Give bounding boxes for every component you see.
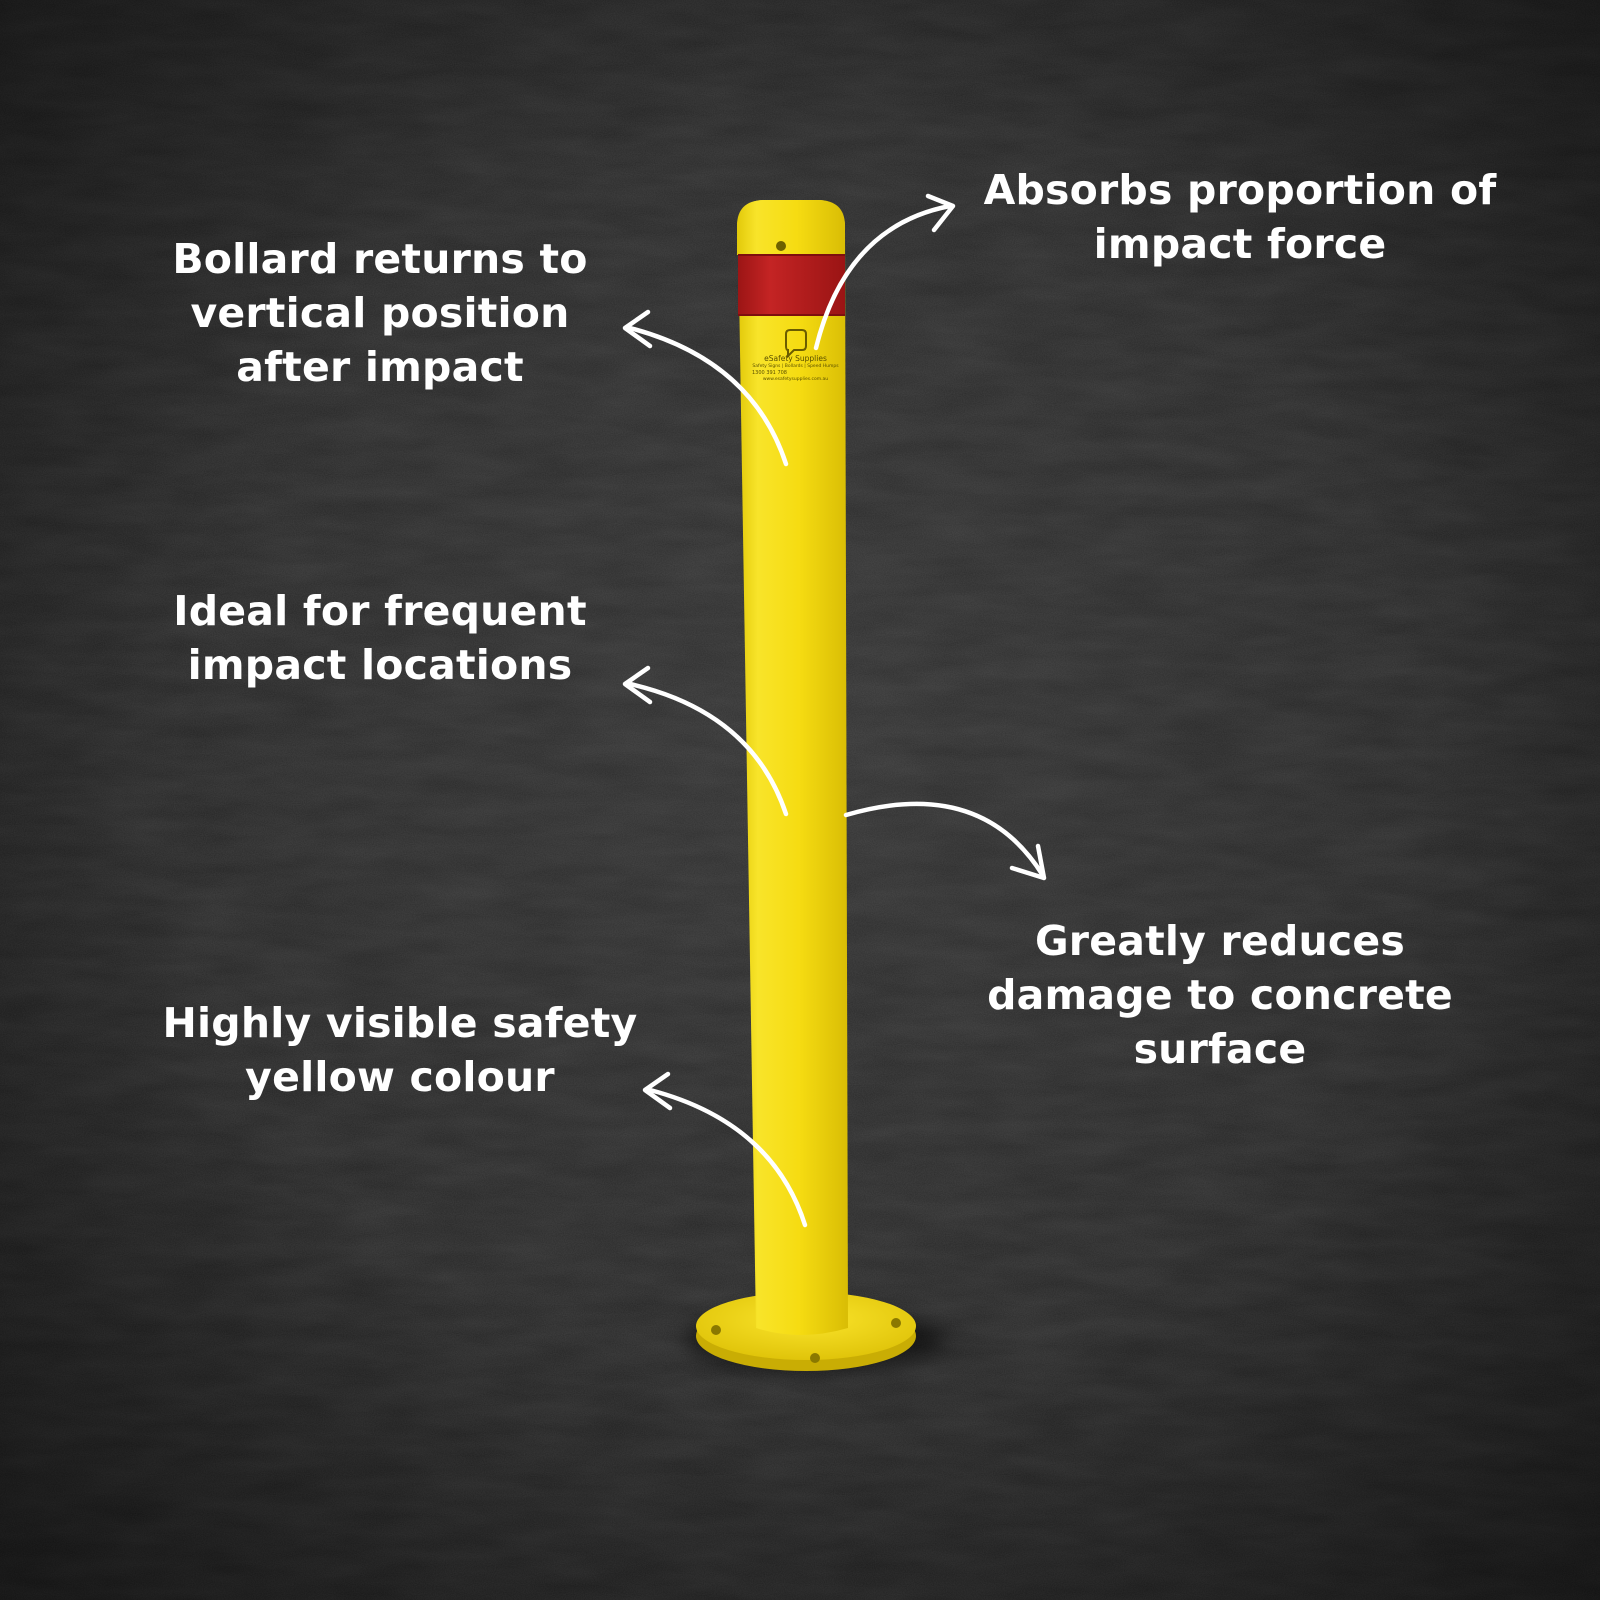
feature-line: vertical position bbox=[190, 289, 570, 337]
feature-line: impact force bbox=[1093, 220, 1387, 268]
feature-line: Ideal for frequent bbox=[173, 587, 587, 635]
feature-line: Highly visible safety bbox=[162, 999, 638, 1047]
feature-line: impact locations bbox=[187, 641, 573, 689]
feature-line: Greatly reduces bbox=[1034, 917, 1406, 965]
label-phone: 1300 391 708 bbox=[752, 370, 787, 376]
feature-frequent-impact: Ideal for frequent impact locations bbox=[150, 584, 610, 692]
feature-line: damage to concrete bbox=[987, 971, 1453, 1019]
feature-line: after impact bbox=[236, 343, 524, 391]
label-web: www.esafetysupplies.com.au bbox=[762, 377, 829, 382]
bollard-label: eSafety Supplies Safety Signs | Bollards… bbox=[748, 354, 843, 383]
feature-reduces-damage: Greatly reduces damage to concrete surfa… bbox=[960, 914, 1480, 1076]
feature-line: yellow colour bbox=[245, 1053, 555, 1101]
label-details: Safety Signs | Bollards | Speed Humps bbox=[752, 364, 839, 369]
label-brand: eSafety Supplies bbox=[764, 354, 827, 363]
feature-line: Bollard returns to bbox=[172, 235, 588, 283]
feature-absorbs-force: Absorbs proportion of impact force bbox=[960, 163, 1520, 271]
feature-returns-vertical: Bollard returns to vertical position aft… bbox=[150, 232, 610, 394]
feature-line: surface bbox=[1133, 1025, 1307, 1073]
feature-highly-visible: Highly visible safety yellow colour bbox=[140, 996, 660, 1104]
reflective-band bbox=[738, 255, 845, 315]
feature-line: Absorbs proportion of bbox=[983, 166, 1497, 214]
